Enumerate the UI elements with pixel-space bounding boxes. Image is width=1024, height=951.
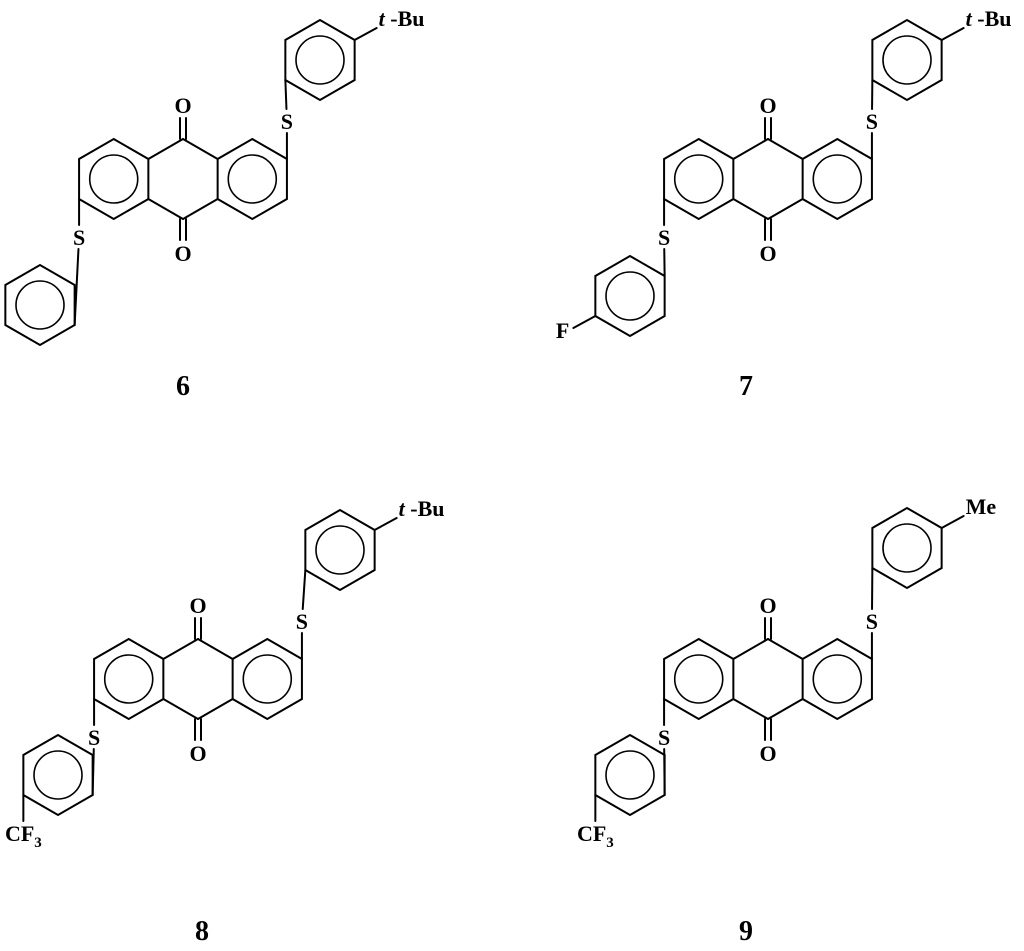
compound-6: O O S St -Bu 6 (4, 6, 425, 402)
central-ring-bond (767, 138, 804, 160)
bottom-aryl-ring-aromatic-circle (33, 750, 83, 800)
bottom-aryl-ring-aromatic-circle (605, 271, 655, 321)
sulfur-atom-bottom: S (88, 725, 100, 750)
central-ring-bond (767, 198, 804, 220)
sulfur-aryl-bond (284, 79, 288, 111)
tert-prefix: t (399, 496, 406, 521)
cf-subscript: 3 (606, 835, 614, 851)
sulfur-aryl-bond (73, 247, 80, 326)
compound-number: 9 (739, 916, 753, 947)
carbonyl-oxygen-top: O (759, 593, 776, 618)
trifluoromethyl-label: CF3 (5, 821, 42, 851)
carbonyl-oxygen-top: O (174, 93, 191, 118)
para-substituent-bond (940, 515, 965, 529)
sulfur-aryl-bond (91, 747, 95, 796)
sulfur-atom-top: S (866, 109, 878, 134)
right-benzo-ring-aromatic-circle (242, 654, 293, 704)
fluoro-bond (572, 315, 597, 329)
carbonyl-oxygen-top: O (759, 93, 776, 118)
sulfur-atom-bottom: S (73, 225, 85, 250)
carbonyl-oxygen-bottom: O (189, 741, 206, 766)
carbonyl-oxygen-top: O (189, 593, 206, 618)
left-benzo-ring-aromatic-circle (103, 654, 154, 704)
top-aryl-ring-aromatic-circle (295, 35, 345, 85)
central-ring-bond (197, 638, 234, 660)
central-ring-bond (182, 198, 219, 220)
compound-number: 6 (176, 371, 190, 402)
top-substituent-label: t -Bu (399, 496, 445, 521)
para-substituent-bond (353, 27, 378, 41)
sulfur-atom-bottom: S (658, 225, 670, 250)
right-benzo-ring-aromatic-circle (227, 154, 278, 204)
top-aryl-ring-aromatic-circle (315, 525, 365, 575)
sulfur-atom-bottom: S (658, 725, 670, 750)
right-benzo-ring-aromatic-circle (812, 154, 863, 204)
left-benzo-ring-aromatic-circle (673, 154, 724, 204)
butyl-suffix: -Bu (405, 496, 445, 521)
top-aryl-ring-aromatic-circle (882, 523, 932, 573)
left-benzo-ring-aromatic-circle (673, 654, 724, 704)
top-substituent-label: Me (966, 494, 997, 519)
compound-7: O O S St -BuF 7 (556, 6, 1012, 402)
sulfur-aryl-bond (301, 569, 307, 611)
bottom-aryl-ring (4, 263, 76, 347)
tert-prefix: t (966, 6, 973, 31)
central-ring-bond (732, 698, 769, 720)
central-ring-bond (162, 638, 199, 660)
cf-text: CF (5, 821, 34, 846)
top-substituent-label: t -Bu (966, 6, 1012, 31)
tert-prefix: t (379, 6, 386, 31)
left-benzo-ring-aromatic-circle (88, 154, 139, 204)
compound-number: 7 (739, 371, 753, 402)
carbonyl-oxygen-bottom: O (759, 741, 776, 766)
central-ring-bond (732, 138, 769, 160)
central-ring-bond (767, 698, 804, 720)
butyl-suffix: -Bu (972, 6, 1012, 31)
central-ring-bond (732, 638, 769, 660)
top-substituent-label: t -Bu (379, 6, 425, 31)
central-ring-bond (147, 138, 184, 160)
top-aryl-ring-aromatic-circle (882, 35, 932, 85)
central-ring-bond (147, 198, 184, 220)
right-benzo-ring-aromatic-circle (812, 654, 863, 704)
para-substituent-bond (940, 27, 965, 41)
central-ring-bond (732, 198, 769, 220)
fluorine-label: F (556, 318, 569, 343)
butyl-suffix: -Bu (385, 6, 425, 31)
central-ring-bond (162, 698, 199, 720)
trifluoromethyl-label: CF3 (577, 821, 614, 851)
sulfur-atom-top: S (281, 109, 293, 134)
sulfur-atom-top: S (866, 609, 878, 634)
central-ring-bond (182, 138, 219, 160)
cf-text: CF (577, 821, 606, 846)
methyl-label: Me (966, 494, 997, 519)
carbonyl-oxygen-bottom: O (174, 241, 191, 266)
sulfur-atom-top: S (296, 609, 308, 634)
central-ring-bond (197, 698, 234, 720)
central-ring-bond (767, 638, 804, 660)
para-substituent-bond (373, 517, 398, 531)
carbonyl-oxygen-bottom: O (759, 241, 776, 266)
bottom-aryl-ring-aromatic-circle (605, 750, 655, 800)
compound-number: 8 (195, 916, 209, 947)
bottom-aryl-ring-aromatic-circle (15, 280, 65, 330)
cf-subscript: 3 (34, 835, 42, 851)
